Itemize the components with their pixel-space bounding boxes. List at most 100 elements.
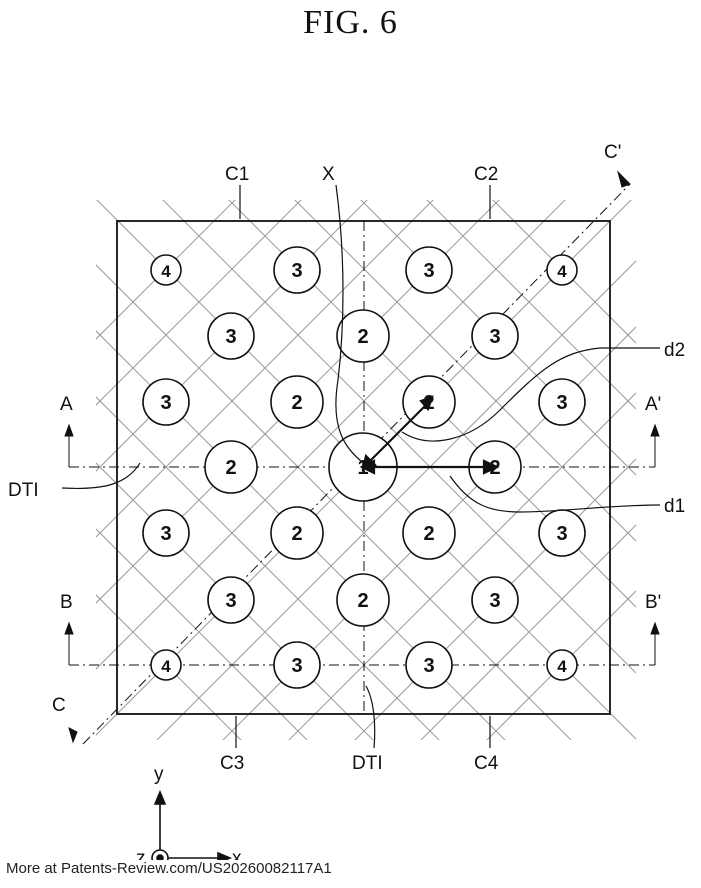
pixel-circle bbox=[402, 506, 456, 560]
pixel-circle bbox=[207, 312, 255, 360]
pixel-circle bbox=[142, 509, 190, 557]
pixel-p23-group: 3 bbox=[273, 641, 321, 689]
pixel-p12-group: 2 bbox=[204, 440, 258, 494]
pixel-circle bbox=[270, 375, 324, 429]
pixel-circle bbox=[207, 576, 255, 624]
c1-label: C1 bbox=[225, 164, 249, 185]
y-axis-label: y bbox=[154, 764, 164, 785]
x-marker-label: X bbox=[322, 164, 335, 185]
pixel-label: 3 bbox=[556, 392, 567, 414]
pixel-circle bbox=[142, 378, 190, 426]
pixel-label: 3 bbox=[160, 523, 171, 545]
x-leader bbox=[335, 184, 363, 463]
pixel-label: 3 bbox=[160, 392, 171, 414]
pixel-circle bbox=[150, 649, 182, 681]
pixel-p20-group: 2 bbox=[336, 573, 390, 627]
dti-left-label: DTI bbox=[8, 480, 39, 501]
pixel-p16-group: 2 bbox=[270, 506, 324, 560]
pixel-circle bbox=[273, 246, 321, 294]
pixel-circle bbox=[546, 254, 578, 286]
pixel-p06-group: 2 bbox=[336, 309, 390, 363]
pixel-circle bbox=[538, 378, 586, 426]
pixel-circle bbox=[273, 641, 321, 689]
pixel-label: 3 bbox=[291, 260, 302, 282]
pixel-p11-group: 3 bbox=[538, 378, 586, 426]
pixel-label: 3 bbox=[556, 523, 567, 545]
pixel-p04-group: 4 bbox=[546, 254, 578, 286]
pixel-p01-group: 4 bbox=[150, 254, 182, 286]
pixel-p21-group: 3 bbox=[471, 576, 519, 624]
pixel-label: 3 bbox=[423, 260, 434, 282]
section-c-prime-label: C' bbox=[604, 142, 621, 163]
grid-diagonal-line bbox=[420, 524, 636, 740]
dti-left-leader bbox=[61, 462, 141, 490]
pixel-p08-group: 3 bbox=[142, 378, 190, 426]
x-axis-label: x bbox=[232, 848, 242, 869]
coordinate-axes bbox=[151, 789, 233, 867]
grid-diagonal-line bbox=[96, 200, 302, 406]
grid-diagonal-line bbox=[96, 528, 308, 740]
pixel-label: 4 bbox=[557, 262, 567, 281]
d1-label: d1 bbox=[664, 496, 685, 517]
pixel-circle bbox=[471, 576, 519, 624]
pixel-circle bbox=[546, 649, 578, 681]
pixel-label: 2 bbox=[225, 457, 236, 479]
d2-leader bbox=[401, 347, 660, 442]
c2-label: C2 bbox=[474, 164, 498, 185]
pixel-p18-group: 3 bbox=[538, 509, 586, 557]
pixel-p15-group: 3 bbox=[142, 509, 190, 557]
pixel-label: 3 bbox=[489, 590, 500, 612]
pixel-circle bbox=[336, 309, 390, 363]
section-b-label: B bbox=[60, 592, 73, 613]
pixel-p22-group: 4 bbox=[150, 649, 182, 681]
section-arrows bbox=[64, 170, 660, 744]
pixel-label: 3 bbox=[423, 655, 434, 677]
pixel-p09-group: 2 bbox=[270, 375, 324, 429]
pixel-label: 2 bbox=[291, 523, 302, 545]
pixel-circle bbox=[405, 641, 453, 689]
pixel-label: 2 bbox=[291, 392, 302, 414]
z-axis-label: z bbox=[136, 848, 146, 869]
d2-label: d2 bbox=[664, 340, 685, 361]
figure-title: FIG. 6 bbox=[303, 4, 398, 41]
pixel-circle bbox=[405, 246, 453, 294]
c4-label: C4 bbox=[474, 753, 499, 774]
leader-lines bbox=[61, 184, 661, 749]
pixel-circle bbox=[471, 312, 519, 360]
grid-diagonal-line bbox=[426, 200, 636, 410]
distance-arrows bbox=[359, 395, 500, 475]
pixel-p24-group: 3 bbox=[405, 641, 453, 689]
pixel-label: 4 bbox=[161, 657, 171, 676]
pixel-label: 4 bbox=[161, 262, 171, 281]
pixel-circle bbox=[336, 573, 390, 627]
pixel-label: 3 bbox=[225, 326, 236, 348]
grid-diagonal-line bbox=[294, 200, 636, 542]
pixel-p02-group: 3 bbox=[273, 246, 321, 294]
pixel-p17-group: 2 bbox=[402, 506, 456, 560]
footer-source-link[interactable]: More at Patents-Review.com/US20260082117… bbox=[6, 860, 332, 877]
c3-label: C3 bbox=[220, 753, 244, 774]
pixel-label: 2 bbox=[423, 523, 434, 545]
d1-leader bbox=[449, 475, 661, 513]
pixel-label: 3 bbox=[489, 326, 500, 348]
grid-diagonal-line bbox=[96, 396, 440, 740]
pixel-p05-group: 3 bbox=[207, 312, 255, 360]
pixel-label: 3 bbox=[225, 590, 236, 612]
pixel-label: 2 bbox=[357, 590, 368, 612]
pixel-p19-group: 3 bbox=[207, 576, 255, 624]
pixel-circle bbox=[150, 254, 182, 286]
dti-bottom-leader bbox=[365, 685, 376, 749]
section-c-label: C bbox=[52, 695, 66, 716]
section-b-prime-label: B' bbox=[645, 592, 661, 613]
pixel-p07-group: 3 bbox=[471, 312, 519, 360]
pixel-label: 4 bbox=[557, 657, 567, 676]
pixel-label: 3 bbox=[291, 655, 302, 677]
pixel-p25-group: 4 bbox=[546, 649, 578, 681]
d2-arrow bbox=[365, 400, 431, 466]
pixel-circle bbox=[204, 440, 258, 494]
pixel-circle bbox=[270, 506, 324, 560]
dti-bottom-label: DTI bbox=[352, 753, 383, 774]
pixel-p03-group: 3 bbox=[405, 246, 453, 294]
pixel-label: 2 bbox=[357, 326, 368, 348]
